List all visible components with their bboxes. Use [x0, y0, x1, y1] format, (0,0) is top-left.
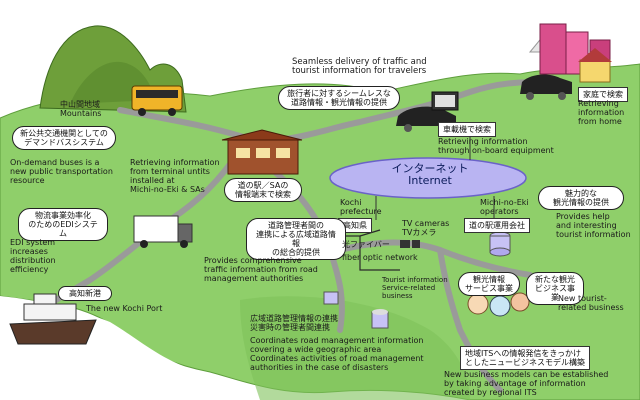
michi-op-box: 道の駅運用会社	[464, 218, 530, 233]
onboard-caption: Retrieving information through on-board …	[438, 137, 554, 155]
seamless-bubble: 旅行者に対するシームレスな 道路情報・観光情報の提供	[278, 86, 400, 110]
onboard-search-box: 車載機で検索	[438, 122, 496, 137]
its-caption: New business models can be established b…	[444, 370, 609, 397]
truck-illustration	[133, 215, 193, 248]
terminal-caption: Retrieving information from terminal unt…	[130, 158, 220, 194]
ship-illustration	[9, 293, 97, 345]
monitor-icon	[431, 91, 459, 111]
new-biz-bubble: 新たな観光 ビジネス事業	[526, 272, 584, 305]
terminal-bubble: 道の駅／SAの 情報端末で検索	[224, 178, 302, 202]
city-buildings	[528, 23, 612, 83]
demand-bus-bubble: 新公共交通機関としての デマンドバスシステム	[12, 126, 116, 150]
wide-area-label-jp: 広域道路管理情報の連携 災害時の管理者間連携	[250, 314, 338, 332]
port-caption: The new Kochi Port	[86, 304, 163, 313]
seamless-caption: Seamless delivery of traffic and tourist…	[292, 57, 427, 76]
tv-camera-label-jp: TVカメラ	[402, 228, 437, 237]
provides-caption: Provides comprehensive traffic informati…	[204, 256, 318, 283]
port-bubble: 高知新港	[58, 286, 112, 301]
bus-illustration	[131, 85, 183, 116]
michi-op-label-en: Michi-no-Eki operators	[480, 198, 529, 216]
mountains-label-en: Mountains	[60, 109, 102, 118]
tourist-people-illustration	[467, 292, 530, 317]
car-illustration	[520, 74, 572, 100]
home-search-box: 家庭で検索	[578, 87, 628, 102]
new-biz-caption: New tourist- related business	[558, 294, 624, 312]
mountains-label-jp: 中山間地域	[60, 100, 100, 109]
edi-bubble: 物流事業効率化 のためのEDIシステム	[18, 208, 108, 241]
home-search-caption: Retrieving information from home	[578, 99, 625, 126]
fiber-optic-lines	[340, 229, 400, 271]
tourist-biz-caption: Tourist information Service-related busi…	[382, 276, 448, 300]
database-icons	[323, 231, 511, 329]
demand-bus-caption: On-demand buses is a new public transpor…	[10, 158, 113, 185]
tourist-caption: Provides help and interesting tourist in…	[556, 212, 631, 239]
tv-camera-icon	[400, 240, 420, 248]
kochi-prefecture-label: Kochi prefecture	[340, 198, 382, 216]
its-box: 地域ITSへの情報発信をきっかけ としたニュービジネスモデル構築	[460, 346, 590, 370]
fiber-label-en: fiber optic network	[342, 253, 418, 262]
tourist-svc-bubble: 観光情報 サービス事業	[458, 272, 520, 296]
land-highlight	[240, 296, 470, 400]
tourist-bubble: 魅力的な 観光情報の提供	[538, 186, 624, 210]
kochi-prefecture-box: 高知県	[338, 218, 372, 233]
edi-caption: EDI system increases distribution effici…	[10, 238, 56, 274]
tv-camera-label-en: TV cameras	[402, 219, 450, 228]
road-mgmt-bubble: 道路管理者間の 連携による広域道路情報 の総合的提供	[246, 218, 346, 260]
wide-area-caption: Coordinates road management information …	[250, 336, 424, 372]
internet-label: インターネット Internet	[391, 162, 469, 187]
michi-no-eki-building	[221, 129, 303, 175]
fiber-label-jp: 光ファイバー	[342, 240, 390, 249]
internet-cloud	[329, 157, 527, 199]
